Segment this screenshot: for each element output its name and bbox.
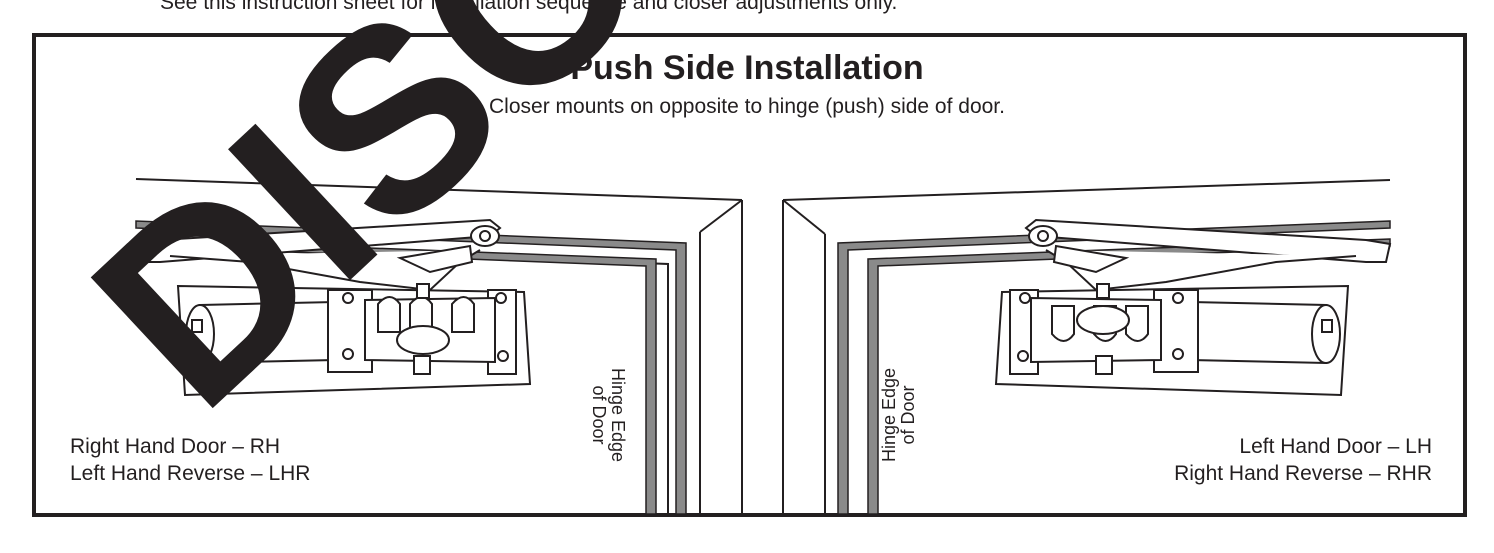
- left-door-line1: Right Hand Door – RH: [70, 435, 281, 458]
- diagram-subtitle: Closer mounts on opposite to hinge (push…: [489, 95, 1005, 118]
- watermark-text: DISCO: [40, 0, 840, 461]
- top-note: See this instruction sheet for installat…: [160, 0, 898, 14]
- left-door-illustration: [134, 178, 743, 515]
- left-door-label: Right Hand Door – RH Left Hand Reverse –…: [70, 433, 310, 487]
- right-door-illustration: [782, 179, 1392, 515]
- right-door-line2: Right Hand Reverse – RHR: [1174, 462, 1432, 485]
- right-door-label: Left Hand Door – LH Right Hand Reverse –…: [1174, 433, 1432, 487]
- diagram-title: Push Side Installation: [570, 49, 924, 87]
- diagram-frame: [32, 33, 1467, 517]
- right-door-line1: Left Hand Door – LH: [1239, 435, 1432, 458]
- left-door-line2: Left Hand Reverse – LHR: [70, 462, 311, 485]
